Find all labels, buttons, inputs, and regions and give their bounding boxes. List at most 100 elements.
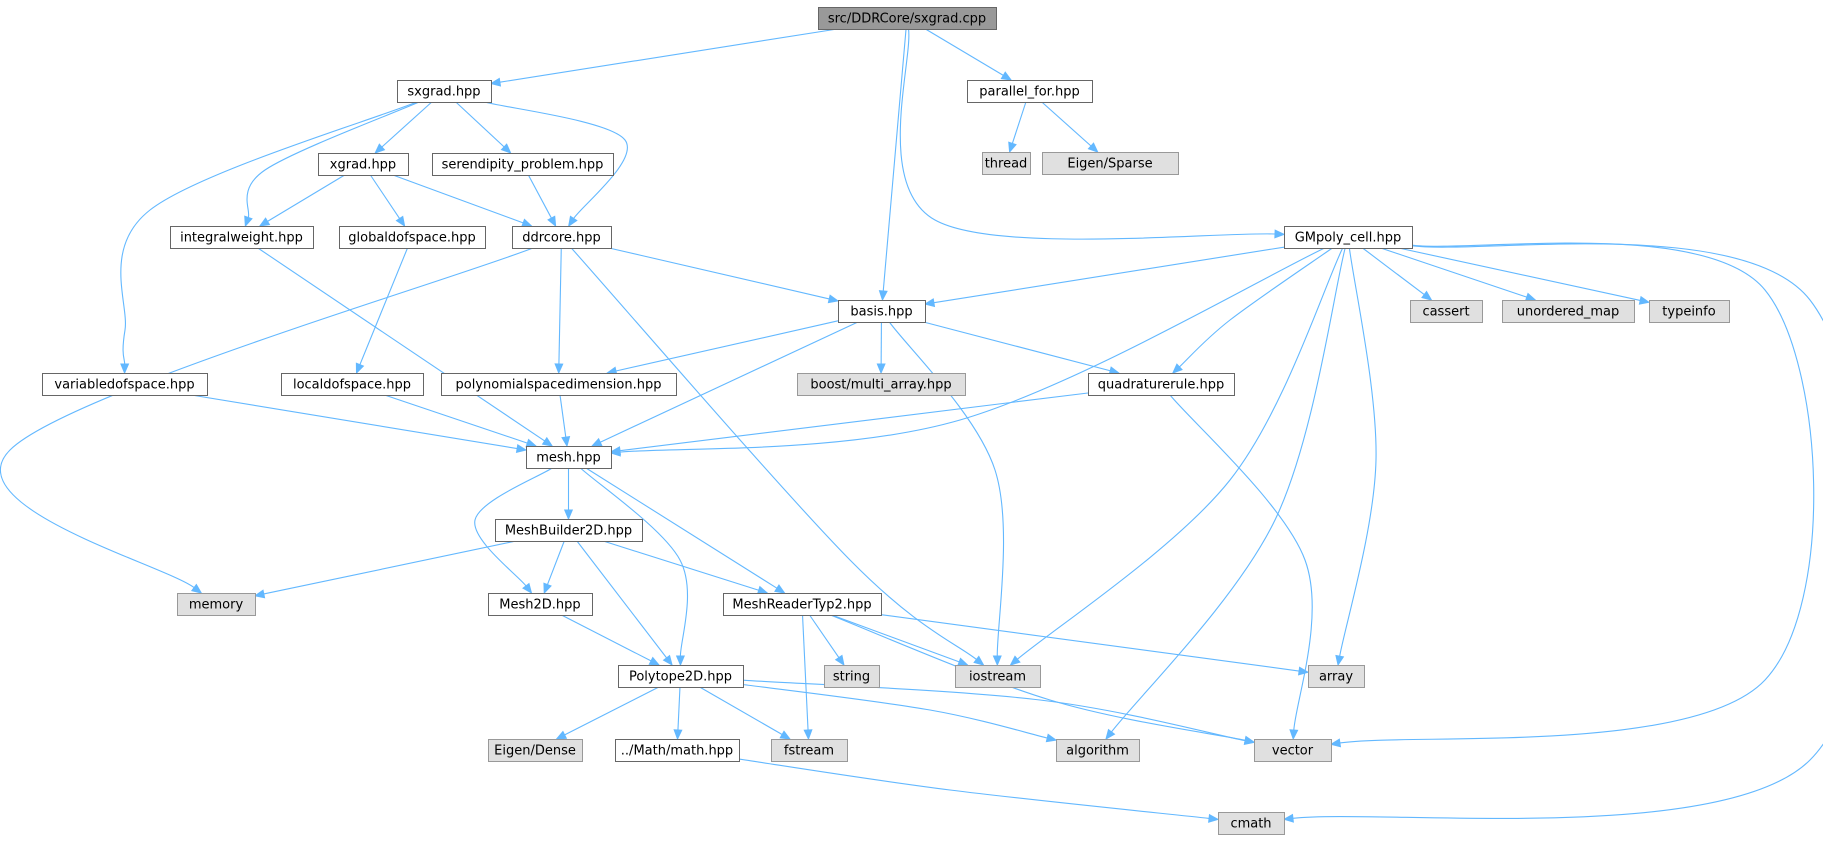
node-xgrad[interactable]: xgrad.hpp <box>318 153 409 176</box>
node-box <box>488 739 583 762</box>
edge-line <box>191 394 518 450</box>
node-integralweight[interactable]: integralweight.hpp <box>170 226 314 249</box>
edge-meshreader-to-array <box>880 614 1310 676</box>
edge-line <box>882 28 907 292</box>
edge-arrowhead <box>244 215 253 228</box>
node-memory: memory <box>177 593 256 616</box>
edge-basis-to-iostream <box>888 321 1005 667</box>
edge-polytope-to-vector <box>742 679 1256 745</box>
node-box <box>771 739 848 762</box>
edge-line <box>933 246 1285 304</box>
edge-line <box>570 247 977 660</box>
node-gmpoly[interactable]: GMpoly_cell.hpp <box>1284 226 1413 249</box>
node-box <box>281 373 424 396</box>
edge-line <box>1380 247 1527 298</box>
edge-line <box>1339 247 1377 657</box>
edge-line <box>1011 101 1027 144</box>
node-label: src/DDRCore/sxgrad.cpp <box>828 12 986 27</box>
edge-line <box>381 101 433 148</box>
node-box <box>723 593 882 616</box>
node-label: basis.hpp <box>850 305 912 320</box>
node-polytope[interactable]: Polytope2D.hpp <box>618 665 744 688</box>
edge-variabledofspace-to-mesh <box>191 394 528 453</box>
edge-ddrcore-to-basis <box>608 247 840 304</box>
edge-gmpoly-to-array <box>1335 247 1377 667</box>
edge-line <box>677 686 681 731</box>
node-sxgrad[interactable]: sxgrad.hpp <box>397 80 492 103</box>
node-mesh[interactable]: mesh.hpp <box>526 446 612 469</box>
edge-arrowhead <box>1008 141 1017 154</box>
node-label: algorithm <box>1066 744 1129 759</box>
node-label: cmath <box>1230 817 1271 832</box>
edge-xgrad-to-ddrcore <box>392 174 533 227</box>
edge-gmpoly-to-basis <box>923 246 1285 308</box>
node-meshbuilder[interactable]: MeshBuilder2D.hpp <box>495 519 643 542</box>
node-label: polynomialspacedimension.hpp <box>456 378 662 393</box>
edge-gmpoly-to-cmath <box>1282 243 1823 823</box>
edge-line <box>1179 247 1333 368</box>
edge-line <box>603 540 759 591</box>
node-typeinfo: typeinfo <box>1649 300 1730 323</box>
node-box <box>1502 300 1635 323</box>
node-label: fstream <box>784 744 834 759</box>
edge-gmpoly-to-quadrature <box>1171 247 1333 374</box>
edge-line <box>738 758 1210 819</box>
edge-line <box>923 321 1111 372</box>
edge-line <box>899 28 1276 240</box>
edge-arrowhead <box>648 656 661 666</box>
node-serendipity[interactable]: serendipity_problem.hpp <box>432 153 614 176</box>
edge-sxgrad-to-variabledofspace <box>120 101 418 375</box>
edge-arrowhead <box>1000 71 1013 81</box>
edge-line <box>1362 247 1425 296</box>
node-localdofspace[interactable]: localdofspace.hpp <box>281 373 424 396</box>
node-ddrcore[interactable]: ddrcore.hpp <box>512 226 612 249</box>
edge-line <box>558 247 562 365</box>
node-polyspacedim[interactable]: polynomialspacedimension.hpp <box>441 373 677 396</box>
edge-arrowhead <box>590 437 603 447</box>
edge-arrowhead <box>1009 655 1021 666</box>
edge-mesh-to-polytope <box>580 467 689 667</box>
node-unordered-map: unordered_map <box>1502 300 1635 323</box>
edge-xgrad-to-integralweight <box>258 174 345 227</box>
edge-sxgrad-to-xgrad <box>374 101 433 154</box>
edge-line <box>257 247 545 442</box>
edge-arrowhead <box>834 654 845 667</box>
edge-root-to-parallel_for <box>925 28 1013 81</box>
edge-arrowhead <box>609 446 621 456</box>
node-box <box>432 153 614 176</box>
node-box <box>441 373 677 396</box>
edge-line <box>888 321 1005 657</box>
edge-parallel_for-to-eigen_sparse <box>1041 101 1099 153</box>
edge-globaldofspace-to-localdofspace <box>355 247 409 375</box>
node-globaldofspace[interactable]: globaldofspace.hpp <box>339 226 486 249</box>
node-parallel-for[interactable]: parallel_for.hpp <box>967 80 1093 103</box>
node-box <box>1308 665 1365 688</box>
node-label: string <box>833 670 870 685</box>
edge-line <box>455 101 505 148</box>
edge-line <box>527 174 552 219</box>
edge-line <box>830 614 1246 741</box>
node-box <box>967 80 1093 103</box>
node-box <box>1254 739 1332 762</box>
node-box <box>797 373 966 396</box>
node-box <box>982 152 1031 175</box>
node-mathhpp[interactable]: ../Math/math.hpp <box>615 739 740 762</box>
node-vector: vector <box>1254 739 1332 762</box>
edge-arrowhead <box>489 77 502 87</box>
node-box <box>1088 373 1235 396</box>
node-quadrature[interactable]: quadraturerule.hpp <box>1088 373 1235 396</box>
edge-line <box>585 467 778 589</box>
node-meshreader[interactable]: MeshReaderTyp2.hpp <box>723 593 882 616</box>
edge-line <box>880 614 1300 672</box>
node-basis[interactable]: basis.hpp <box>838 300 926 323</box>
edge-arrowhead <box>1297 666 1310 676</box>
node-variabledofspace[interactable]: variabledofspace.hpp <box>42 373 208 396</box>
edge-line <box>801 614 809 731</box>
edge-arrowhead <box>1329 738 1342 748</box>
node-mesh2d[interactable]: Mesh2D.hpp <box>488 593 593 616</box>
edge-basis-to-mesh <box>590 321 859 447</box>
edge-arrowhead <box>515 443 528 453</box>
edge-meshreader-to-string <box>809 614 845 667</box>
node-boost-multi: boost/multi_array.hpp <box>797 373 966 396</box>
